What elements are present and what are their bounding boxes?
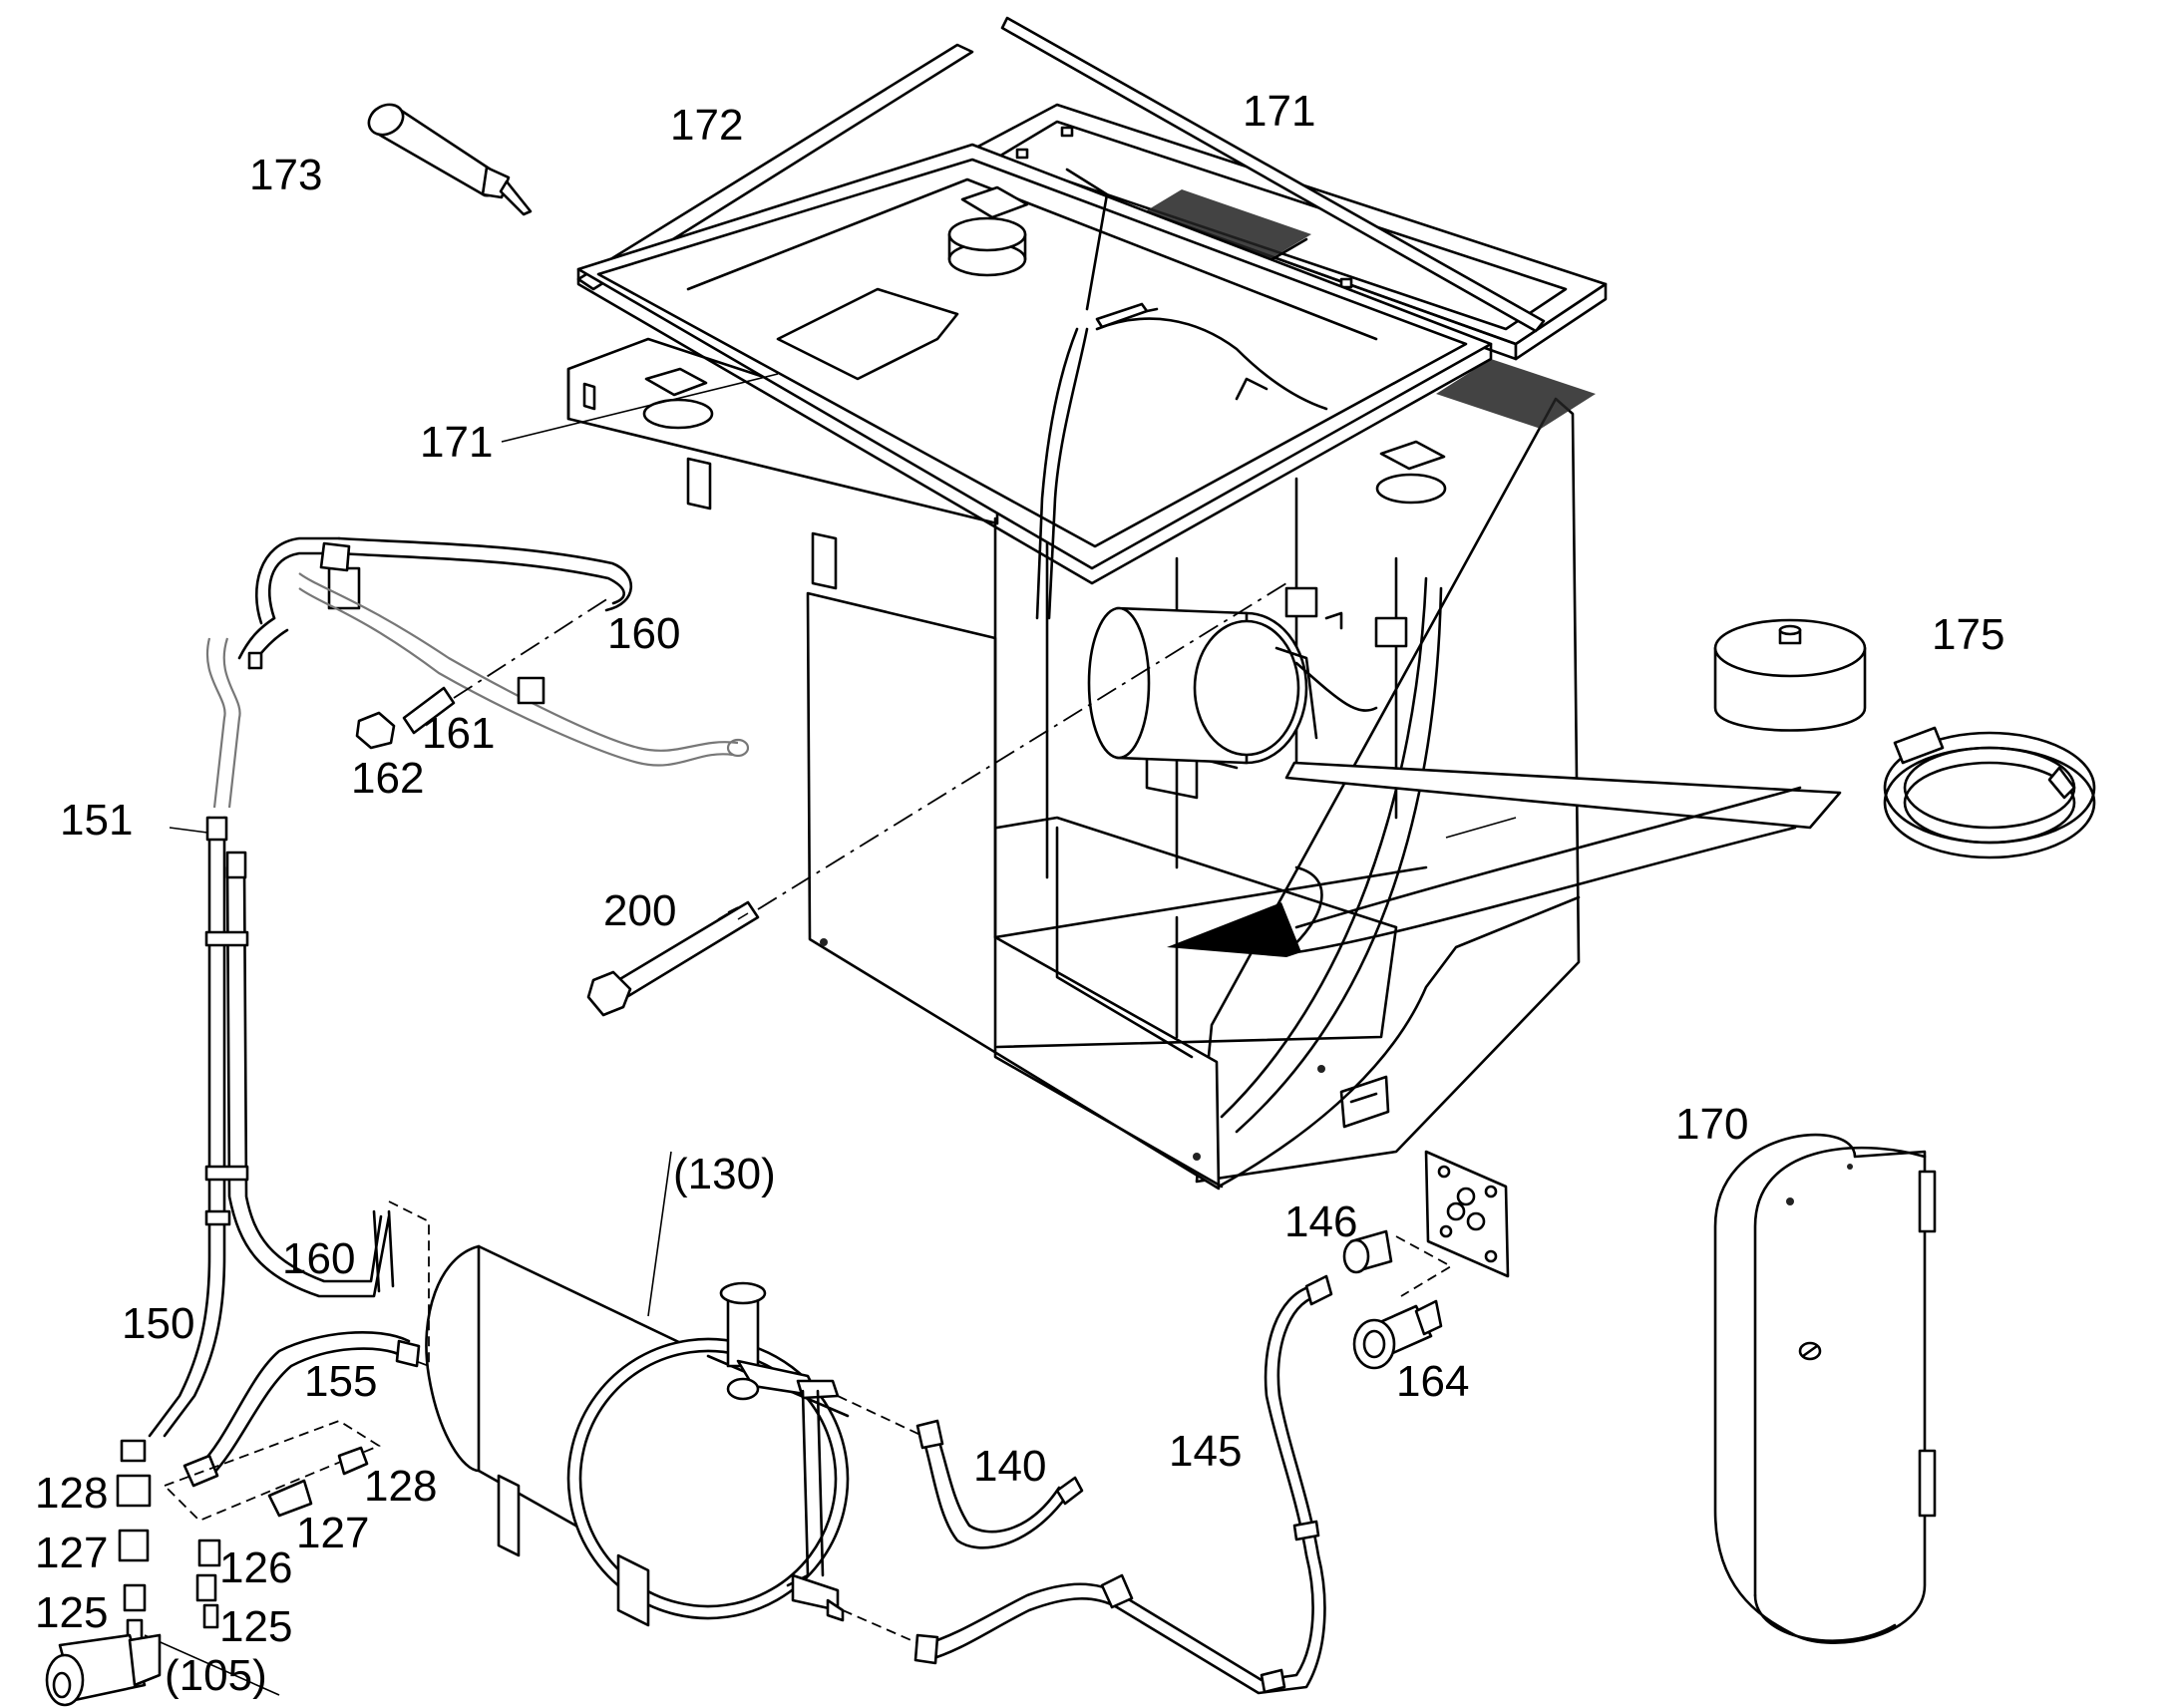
callout-126: 126 (219, 1543, 292, 1592)
bolt-200 (586, 582, 1287, 1017)
cap-175 (1713, 618, 1867, 732)
callout-200: 200 (603, 886, 676, 935)
top-lid-171 (970, 103, 1608, 429)
pipe-assembly-150-151 (148, 651, 391, 1438)
callout-164: 164 (1396, 1357, 1469, 1406)
callout-170: 170 (1675, 1100, 1748, 1149)
callout-162: 162 (351, 754, 424, 803)
inner-frame-171 (576, 143, 1493, 620)
callout-171-left: 171 (420, 418, 493, 467)
hose-155 (182, 1331, 421, 1488)
callout-175: 175 (1932, 610, 2004, 659)
pump-105 (45, 1633, 162, 1707)
callout-173: 173 (249, 151, 322, 199)
door-panel-170 (1713, 1133, 1937, 1644)
callout-145: 145 (1169, 1427, 1242, 1476)
sealant-tube-173 (367, 103, 533, 216)
gasket-strip-172 (576, 16, 1546, 333)
callout-127-right: 127 (296, 1509, 369, 1557)
callout-130: (130) (673, 1150, 776, 1198)
callout-151: 151 (60, 796, 133, 845)
callout-161: 161 (422, 709, 495, 758)
internal-motor (1087, 586, 1408, 765)
hose-140 (837, 1395, 1084, 1549)
callout-146: 146 (1284, 1197, 1357, 1246)
callout-105: (105) (165, 1651, 267, 1700)
callout-160-top: 160 (607, 609, 680, 658)
callout-140: 140 (973, 1442, 1046, 1491)
callout-128-left: 128 (35, 1469, 108, 1518)
fittings-cluster (116, 1420, 381, 1696)
callout-125-left: 125 (35, 1588, 108, 1637)
callout-155: 155 (304, 1357, 377, 1406)
hose-assembly-160-top (206, 536, 750, 809)
hose-145 (842, 1274, 1333, 1695)
callout-172: 172 (670, 101, 743, 150)
callout-150: 150 (122, 1299, 194, 1348)
leader-lines (169, 373, 779, 834)
callout-128-right: 128 (364, 1462, 437, 1511)
pointer-arrow (1167, 761, 1842, 957)
callout-160-bottom: 160 (282, 1234, 355, 1283)
callout-171-top: 171 (1243, 87, 1315, 136)
callout-127-left: 127 (35, 1529, 108, 1577)
callout-labels: 173 172 171 171 160 161 162 151 200 175 … (35, 87, 2004, 1700)
hose-coil-175 (1883, 726, 2096, 859)
callout-125-right: 125 (219, 1602, 292, 1651)
tank-130 (425, 1151, 850, 1627)
valve-panel (1342, 1150, 1510, 1370)
